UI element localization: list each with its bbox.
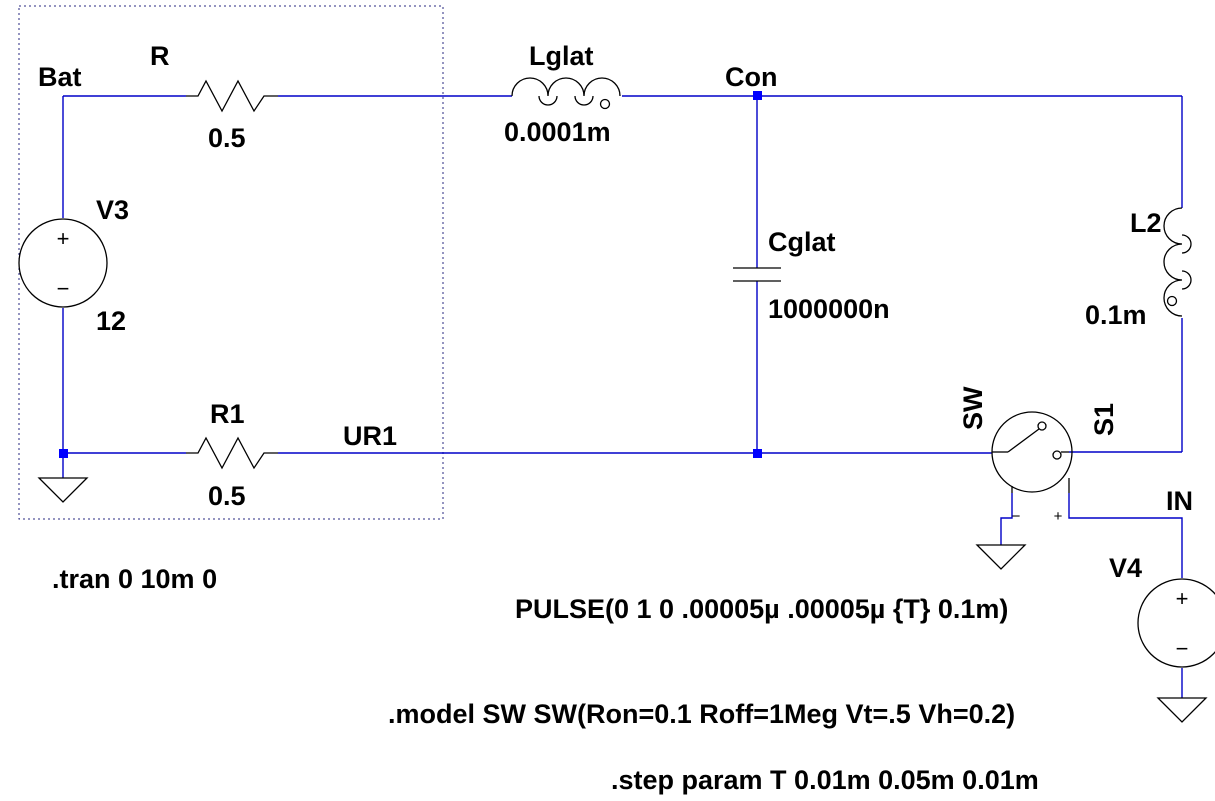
resistor-r1[interactable] xyxy=(186,436,278,470)
directive-tran[interactable]: .tran 0 10m 0 xyxy=(52,564,217,594)
switch-contact-right xyxy=(1052,450,1062,460)
label-v4-value: PULSE(0 1 0 .00005µ .00005µ {T} 0.1m) xyxy=(515,594,1008,624)
battery-group-box xyxy=(18,5,444,520)
inductor-lglat-dot xyxy=(599,98,611,110)
label-v4-name: V4 xyxy=(1109,553,1142,583)
label-l2-name: L2 xyxy=(1130,208,1162,238)
ground-left xyxy=(37,477,89,503)
label-v3-value: 12 xyxy=(96,306,126,336)
node-ur1-cglat xyxy=(753,449,762,458)
wires xyxy=(62,95,1183,698)
net-label-con: Con xyxy=(725,62,777,92)
switch-contact-top xyxy=(1037,421,1047,431)
voltage-controlled-switch-s1[interactable]: − + xyxy=(991,411,1073,525)
ground-v4 xyxy=(1156,697,1208,723)
label-r1-name: R1 xyxy=(210,399,245,429)
v3-minus-sign: − xyxy=(57,276,70,301)
v4-plus-sign: + xyxy=(1176,586,1189,611)
v3-plus-sign: + xyxy=(57,226,70,251)
label-cglat-name: Cglat xyxy=(768,227,836,257)
inductor-lglat[interactable] xyxy=(511,77,621,110)
label-r-value: 0.5 xyxy=(208,123,246,153)
label-s1-name: S1 xyxy=(1089,403,1119,436)
label-v3-name: V3 xyxy=(96,195,129,225)
net-label-ur1: UR1 xyxy=(343,421,397,451)
capacitor-cglat[interactable] xyxy=(733,267,781,282)
label-lglat-name: Lglat xyxy=(529,41,594,71)
label-r-name: R xyxy=(150,41,170,71)
voltage-source-v3[interactable]: + − xyxy=(18,218,108,308)
node-gnd xyxy=(59,449,68,458)
ground-switch xyxy=(975,544,1027,570)
inductor-l2[interactable] xyxy=(1163,207,1192,317)
label-lglat-value: 0.0001m xyxy=(504,117,611,147)
node-con xyxy=(753,91,762,100)
switch-minus-sign: − xyxy=(1012,508,1021,525)
label-r1-value: 0.5 xyxy=(208,481,246,511)
wire-switch-plus-v4 xyxy=(1068,493,1183,578)
resistor-r[interactable] xyxy=(186,79,278,113)
v4-minus-sign: − xyxy=(1176,636,1189,661)
inductor-l2-dot xyxy=(1166,295,1178,307)
voltage-source-v4[interactable]: + − xyxy=(1137,578,1215,668)
label-cglat-value: 1000000n xyxy=(768,294,890,324)
directive-step[interactable]: .step param T 0.01m 0.05m 0.01m xyxy=(611,765,1039,795)
switch-plus-sign: + xyxy=(1054,508,1063,525)
directive-model[interactable]: .model SW SW(Ron=0.1 Roff=1Meg Vt=.5 Vh=… xyxy=(388,699,1015,729)
label-s1-model: SW xyxy=(958,386,988,430)
net-label-bat: Bat xyxy=(38,62,82,92)
switch-blade xyxy=(1007,428,1040,453)
wire-switch-minus-gnd xyxy=(1000,493,1013,545)
label-l2-value: 0.1m xyxy=(1085,300,1147,330)
net-label-in: IN xyxy=(1166,486,1193,516)
